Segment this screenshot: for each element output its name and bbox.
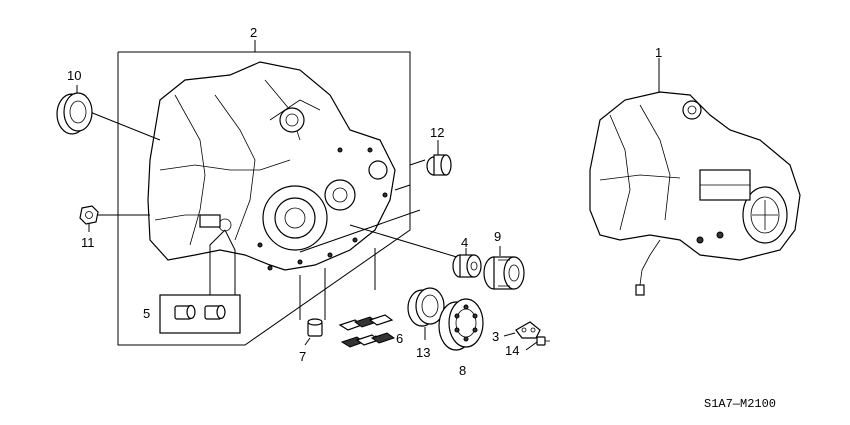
ball-bearing-8[interactable]: [438, 298, 484, 351]
needle-bearing-9[interactable]: [483, 256, 525, 290]
nut-11[interactable]: [79, 205, 99, 225]
callout-2: 2: [250, 25, 257, 40]
bracket-3[interactable]: [515, 321, 541, 339]
callout-10: 10: [67, 68, 81, 83]
callout-4: 4: [461, 235, 468, 250]
plug-12[interactable]: [426, 154, 452, 176]
callout-12: 12: [430, 125, 444, 140]
callout-labels: 1 2 3 4 5 6 7 8 9 10 11 12 13 14: [67, 25, 662, 378]
callout-1: 1: [655, 45, 662, 60]
callout-6: 6: [396, 331, 403, 346]
collar-4[interactable]: [452, 254, 482, 278]
dowel-pins-5[interactable]: [159, 294, 241, 334]
leader-lines: [76, 58, 660, 351]
oil-seal-10[interactable]: [56, 92, 93, 135]
bolt-14[interactable]: [536, 336, 550, 346]
transmission-assembly-1[interactable]: [589, 91, 801, 296]
callout-7: 7: [299, 349, 306, 364]
callout-3: 3: [492, 329, 499, 344]
transmission-case[interactable]: [147, 61, 396, 271]
callout-11: 11: [81, 235, 95, 250]
callout-13: 13: [416, 345, 430, 360]
dowel-pin-7[interactable]: [307, 318, 323, 337]
magnets-6[interactable]: [338, 314, 396, 348]
callout-9: 9: [494, 229, 501, 244]
callout-8: 8: [459, 363, 466, 378]
callout-14: 14: [505, 343, 519, 358]
ball-bearing-13[interactable]: [407, 287, 445, 327]
callout-5: 5: [143, 306, 150, 321]
case-group-outline: [117, 40, 411, 346]
diagram-code: S1A7—M2100: [704, 397, 776, 411]
